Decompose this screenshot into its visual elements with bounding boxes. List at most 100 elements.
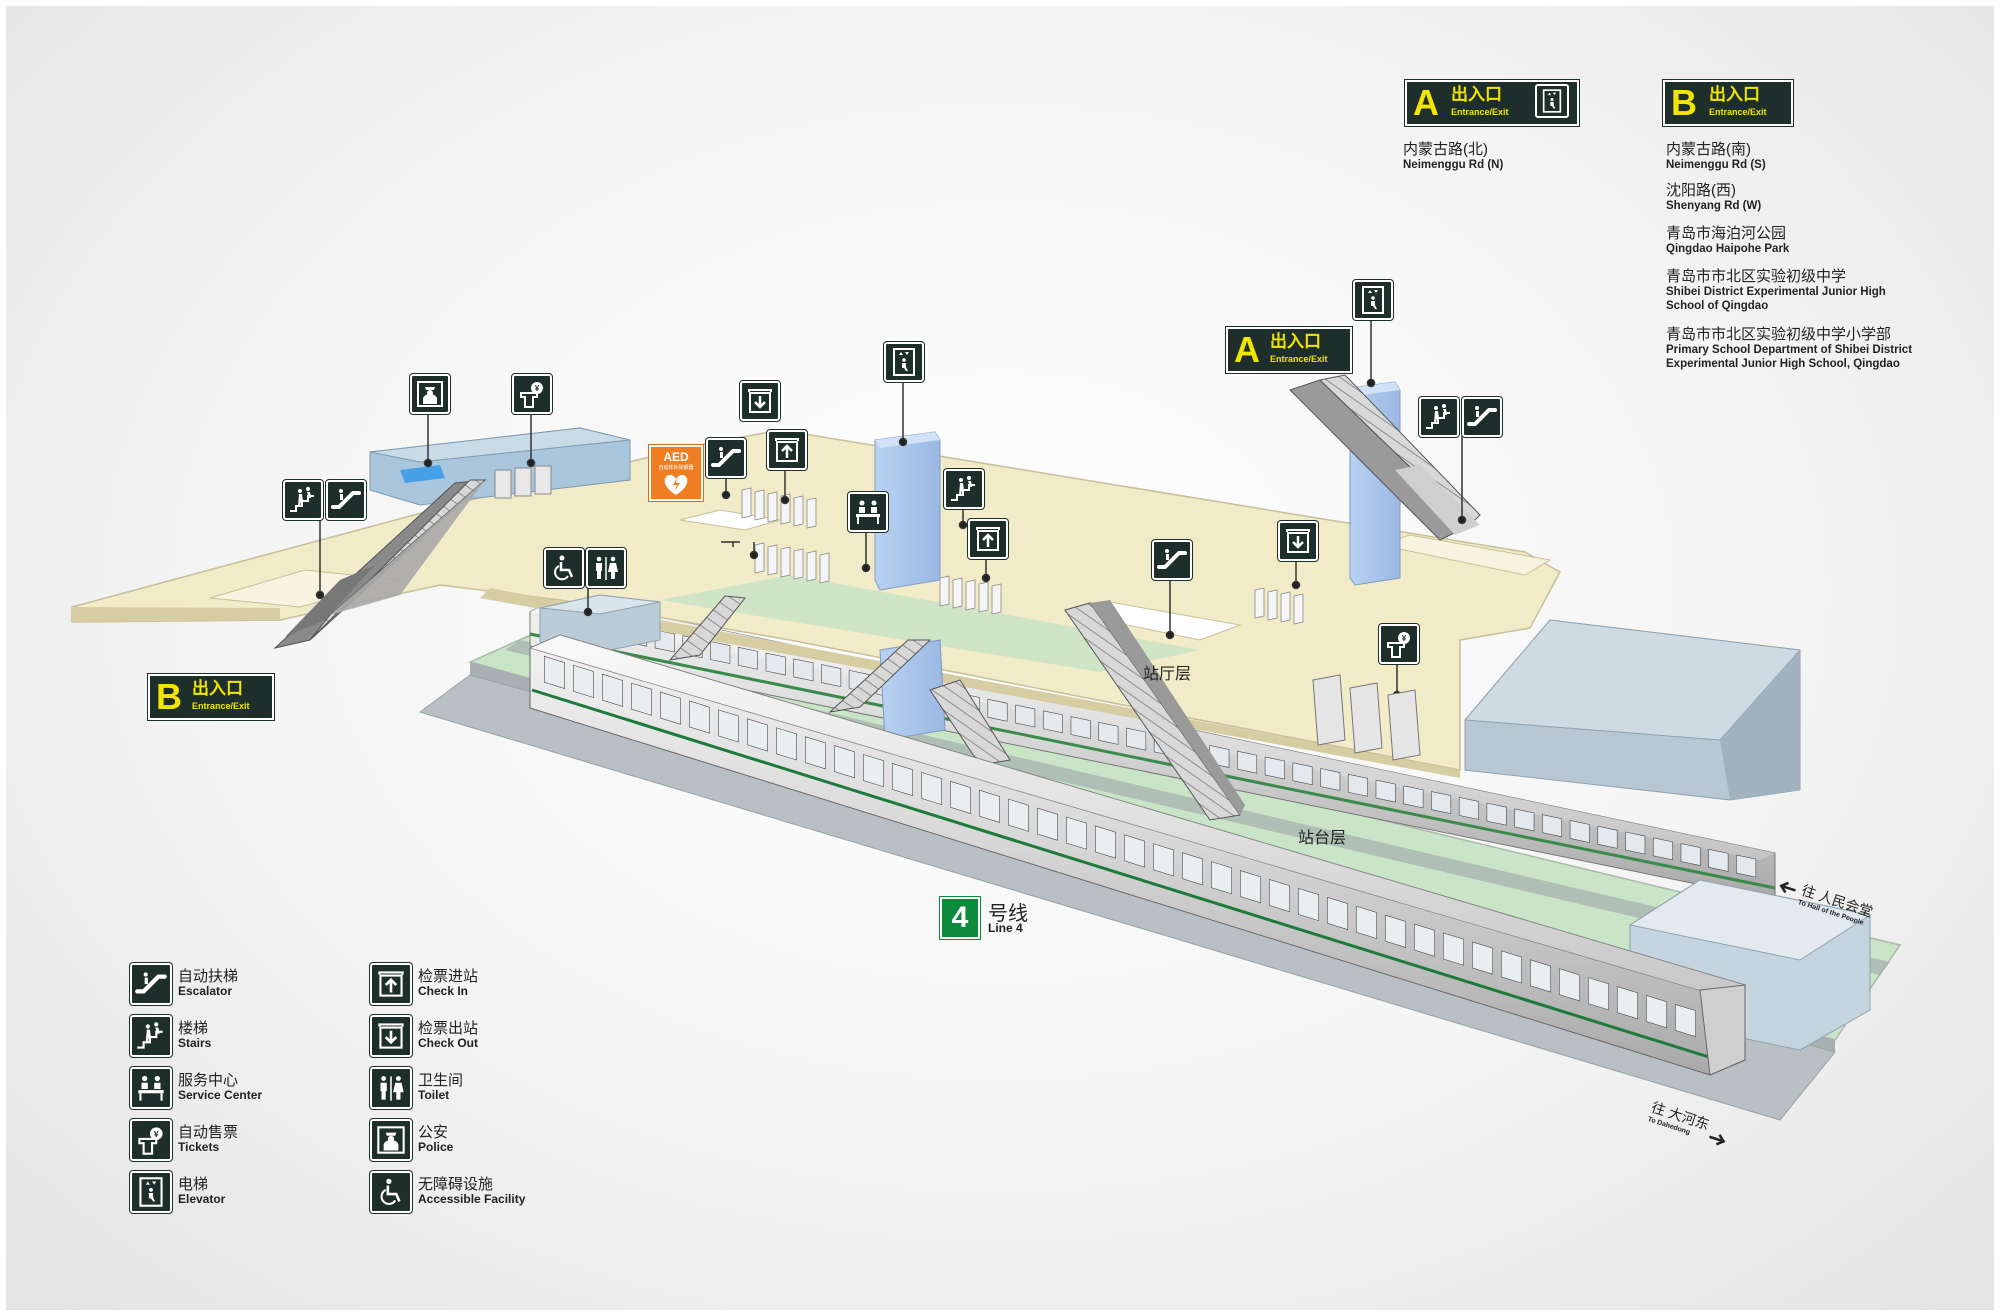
train-window	[689, 700, 710, 734]
arrow-right-icon	[1708, 1134, 1726, 1146]
train-window	[1675, 1004, 1696, 1038]
svg-text:¥: ¥	[154, 1129, 159, 1139]
aed-subtitle: 自动体外除颤器	[658, 465, 694, 471]
svg-text:¥: ¥	[1402, 634, 1407, 643]
train-window	[1625, 831, 1646, 855]
accessible-icon	[544, 548, 584, 588]
destination-item: 青岛市市北区实验初级中学 Shibei District Experimenta…	[1666, 268, 1886, 312]
legend-cn: 自动扶梯	[178, 968, 239, 985]
aed-heart-icon	[664, 475, 688, 495]
legend-cn: 服务中心	[178, 1072, 239, 1089]
train-window	[892, 763, 913, 797]
legend-cn: 卫生间	[418, 1072, 464, 1089]
train-window	[1652, 837, 1673, 861]
escalator-down-right	[1064, 600, 1245, 821]
toilet-icon	[370, 1067, 412, 1109]
train-window	[1414, 923, 1435, 957]
train-window	[1066, 816, 1087, 850]
legend-en: Accessible Facility	[418, 1192, 526, 1206]
elevator-icon	[1535, 84, 1569, 118]
fare-gate	[978, 581, 989, 613]
destination-item: 青岛市市北区实验初级中学小学部 Primary School Departmen…	[1666, 326, 1913, 370]
concourse-level-label: 站厅层	[1143, 666, 1192, 683]
legend-en: Service Center	[178, 1088, 263, 1102]
train-window	[1646, 995, 1667, 1029]
train-window	[776, 727, 797, 761]
concourse-front-edge	[480, 588, 1460, 778]
legend-en: Stairs	[178, 1036, 212, 1050]
fare-gate	[1267, 589, 1278, 621]
fare-gate	[1293, 593, 1304, 625]
check-in-icon	[968, 519, 1008, 559]
stairs-icon	[283, 480, 323, 520]
train-window	[1680, 843, 1701, 866]
train-window	[979, 789, 1000, 823]
train-window	[1486, 802, 1507, 826]
train-window	[1514, 808, 1535, 832]
ticket-machine-icon: ¥	[512, 374, 552, 414]
train-window	[660, 691, 681, 725]
ticket-machine-icon: ¥	[1379, 624, 1419, 664]
escalator-icon	[706, 438, 746, 478]
service-center-icon	[848, 492, 888, 532]
train-window	[1264, 756, 1285, 780]
train-window	[710, 641, 731, 664]
fare-gate	[806, 497, 817, 529]
train-window	[1458, 796, 1479, 820]
train-window	[573, 664, 594, 698]
toilet-icon	[586, 548, 626, 588]
legend-cn: 楼梯	[178, 1020, 209, 1037]
fare-gate	[780, 546, 791, 578]
check-in-icon	[767, 430, 807, 470]
train-window	[718, 709, 739, 743]
equipment-room-upper	[1463, 619, 1802, 801]
train-window	[1588, 977, 1609, 1011]
train-window	[1298, 887, 1319, 922]
legend-en: Check Out	[418, 1036, 479, 1050]
service-center-icon	[130, 1067, 172, 1109]
entrance-cn: 出入口	[1709, 85, 1760, 104]
line-number: 4	[940, 897, 980, 939]
train-window	[1095, 825, 1116, 859]
train-window	[1542, 814, 1563, 838]
train-window	[1126, 727, 1147, 751]
destination-item: 内蒙古路(南) Neimenggu Rd (S)	[1666, 141, 1766, 171]
train-window	[1240, 870, 1261, 904]
train-window	[834, 745, 855, 779]
train-window	[544, 655, 565, 689]
train-window	[1211, 861, 1232, 895]
fare-gate	[1280, 591, 1291, 623]
elevator-icon	[130, 1171, 172, 1213]
train-window	[921, 771, 942, 806]
train-window	[1736, 854, 1757, 878]
destination-item: 内蒙古路(北) Neimenggu Rd (N)	[1403, 141, 1504, 171]
train-window	[821, 664, 842, 688]
entrance-en: Entrance/Exit	[1451, 107, 1509, 117]
legend-en: Police	[418, 1140, 454, 1154]
entrance-cn: 出入口	[192, 679, 243, 698]
entrance-letter: A	[1413, 82, 1439, 123]
train-window	[1708, 848, 1729, 872]
fare-gate	[767, 544, 778, 576]
stairs-icon	[944, 469, 984, 509]
police-icon	[370, 1119, 412, 1161]
legend-cn: 检票出站	[418, 1020, 479, 1037]
train-window	[1501, 950, 1522, 984]
svg-text:¥: ¥	[535, 384, 540, 393]
fare-gate	[991, 583, 1002, 615]
escalator-icon	[1462, 397, 1502, 437]
train-window	[602, 673, 623, 707]
line-cn: 号线	[988, 903, 1028, 925]
entrance-letter: B	[1671, 82, 1697, 123]
escalator-left	[273, 479, 487, 649]
train-window	[793, 658, 814, 682]
train-window	[1153, 843, 1174, 877]
train-window	[737, 646, 758, 670]
train-window	[1559, 968, 1580, 1002]
arrow-left-icon	[1779, 881, 1796, 894]
train-window	[1037, 807, 1058, 841]
train-front	[528, 634, 1747, 1076]
left-building	[369, 427, 631, 506]
